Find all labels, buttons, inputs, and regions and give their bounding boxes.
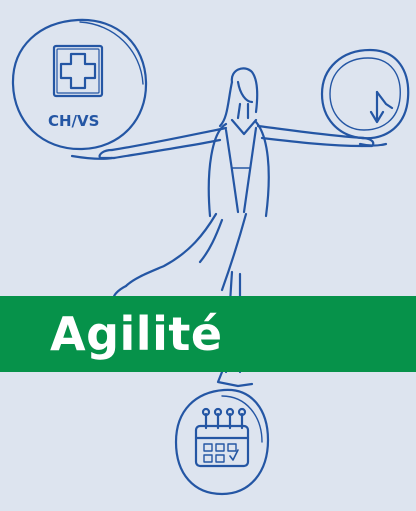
health-badge-label: CH/VS — [48, 112, 99, 130]
banner-title: Agilité — [50, 307, 223, 361]
health-circle — [11, 18, 148, 151]
clock-icon — [320, 48, 410, 140]
calendar-circle — [174, 388, 270, 496]
health-cross-icon — [52, 44, 104, 98]
balancing-woman-illustration — [70, 67, 388, 388]
title-banner — [0, 296, 416, 372]
calendar-icon — [194, 407, 250, 468]
